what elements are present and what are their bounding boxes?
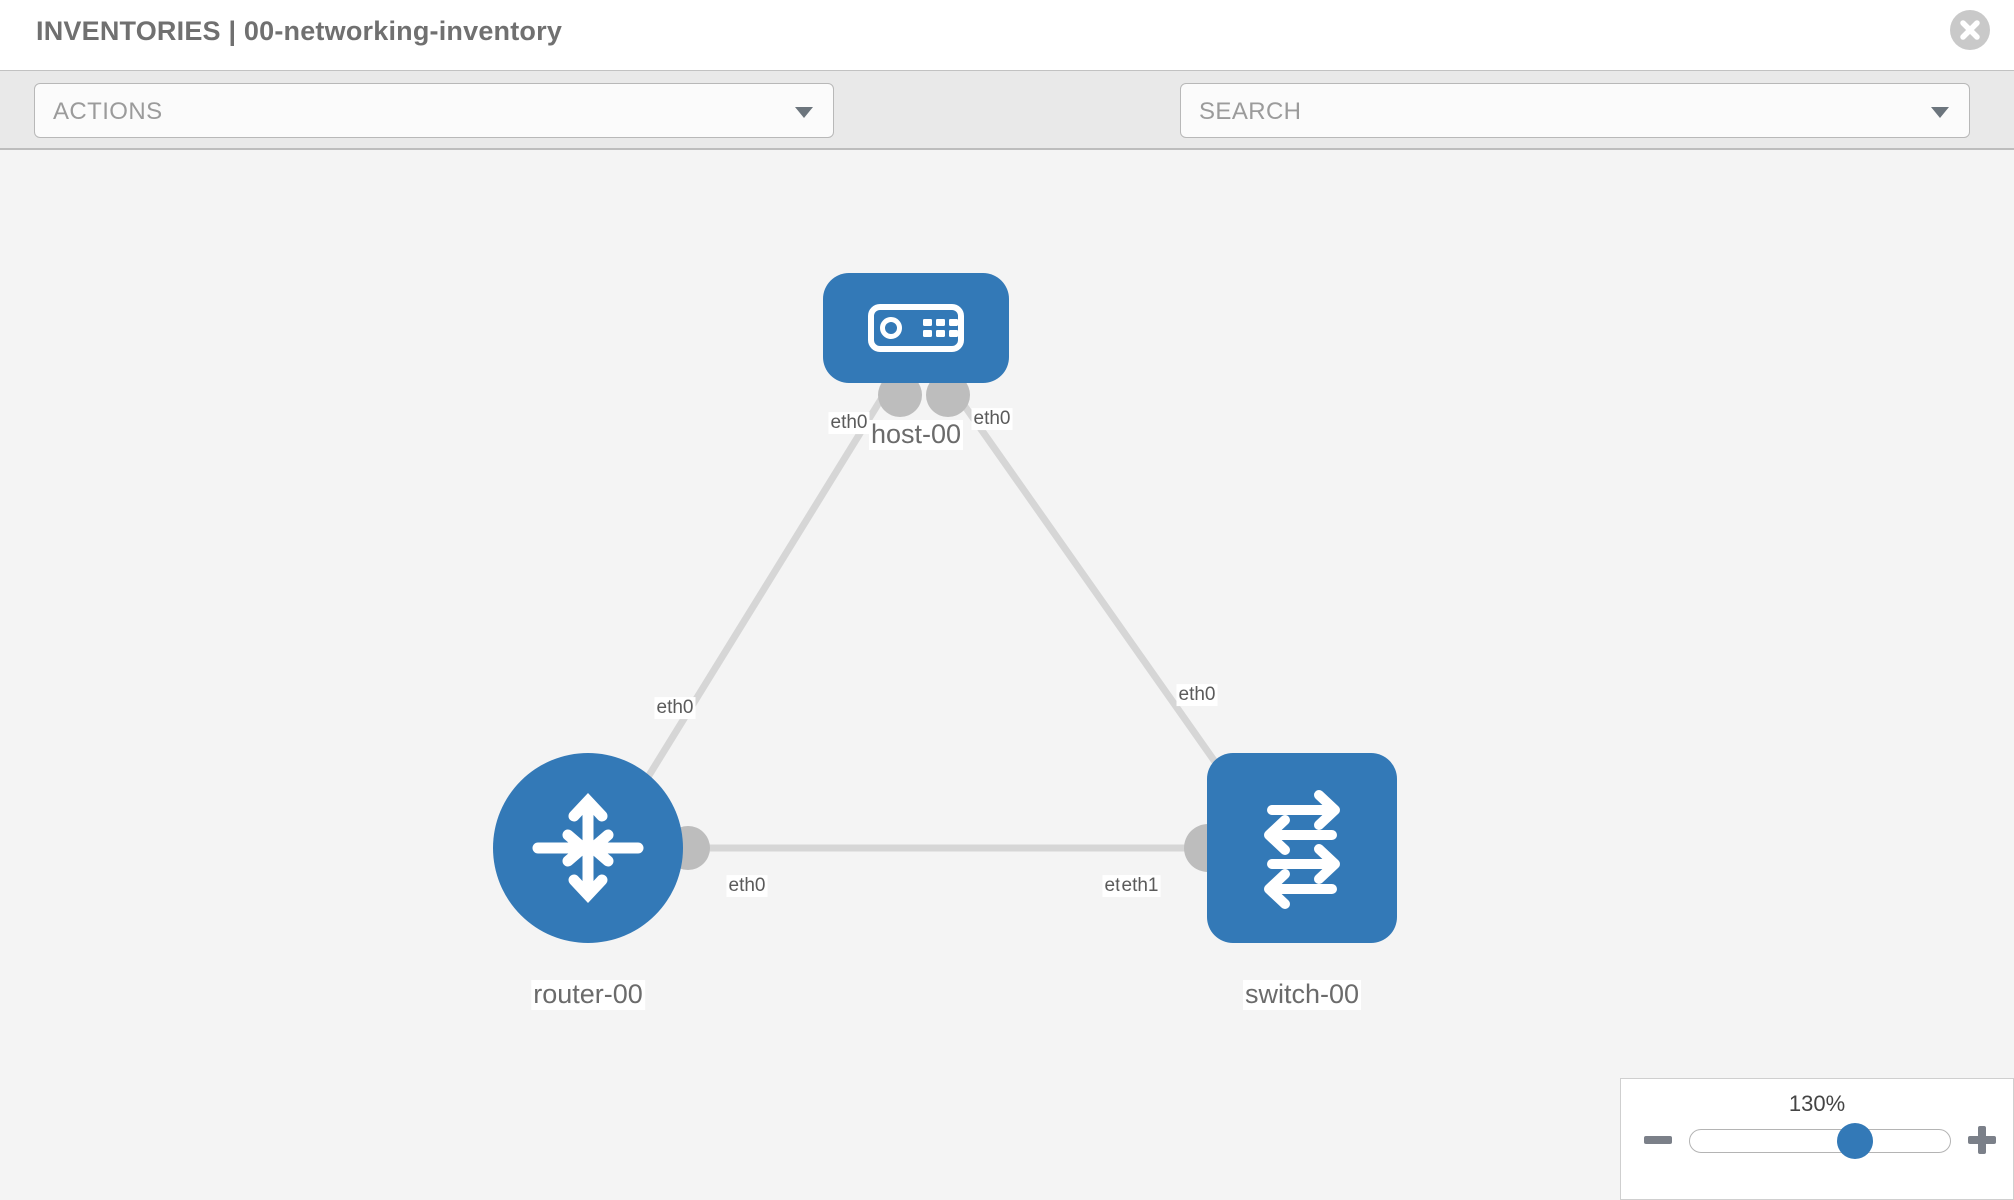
iface-label-switch00-host00: eth0 (1176, 684, 1218, 706)
page-title: INVENTORIES | 00-networking-inventory (36, 16, 563, 46)
zoom-slider-thumb[interactable] (1836, 1123, 1873, 1159)
iface-label-host00-router00: eth0 (828, 412, 870, 434)
topology-graph (493, 273, 1397, 943)
node-host-00[interactable] (823, 273, 1009, 383)
node-host-00-shape[interactable] (823, 273, 1009, 383)
node-switch-00[interactable] (1207, 753, 1397, 943)
window-header: INVENTORIES | 00-networking-inventory (0, 0, 2014, 70)
edge-host00-router00[interactable] (637, 386, 891, 792)
node-label-router-00: router-00 (531, 979, 645, 1010)
actions-dropdown-label: ACTIONS (53, 98, 163, 125)
chevron-down-icon (795, 107, 813, 118)
plus-icon[interactable] (1965, 1123, 1999, 1157)
endpoint-host00-left[interactable] (878, 373, 922, 417)
topology-edges (637, 385, 1235, 852)
iface-label-switch00-router00: eth1 (1119, 875, 1161, 897)
node-label-host-00: host-00 (868, 419, 964, 450)
topology-canvas[interactable]: eth0 eth0 eth0 eth0 eth0 eth0 eth1 host-… (0, 150, 2014, 1200)
iface-label-router00-host00: eth0 (654, 697, 696, 719)
minus-icon[interactable] (1641, 1123, 1675, 1157)
chevron-down-icon[interactable] (1931, 107, 1949, 118)
edge-host00-switch00[interactable] (949, 385, 1235, 789)
actions-dropdown[interactable]: ACTIONS (34, 83, 834, 138)
node-router-00[interactable] (493, 753, 683, 943)
iface-label-host00-switch00: eth0 (971, 408, 1013, 430)
search-input[interactable]: SEARCH (1180, 83, 1970, 138)
node-switch-00-shape[interactable] (1207, 753, 1397, 943)
zoom-control-panel: 130% (1620, 1078, 2014, 1200)
search-placeholder: SEARCH (1199, 98, 1302, 125)
endpoint-host00-right[interactable] (926, 373, 970, 417)
close-icon[interactable] (1950, 10, 1990, 50)
node-label-switch-00: switch-00 (1242, 979, 1362, 1010)
zoom-percent-label: 130% (1788, 1091, 1846, 1116)
iface-label-router00-switch00: eth0 (726, 875, 768, 897)
toolbar: ACTIONS SEARCH (0, 70, 2014, 199)
zoom-slider[interactable] (1689, 1123, 1951, 1159)
